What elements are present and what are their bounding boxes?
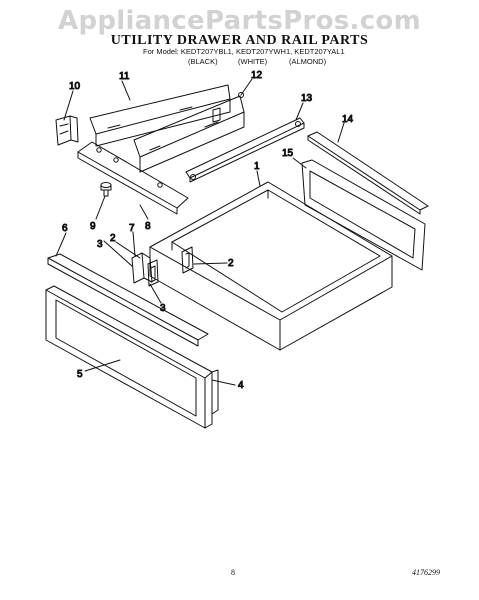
callout-2-right: 2 — [228, 258, 234, 269]
diagram-code: 4176299 — [412, 568, 440, 577]
page-number: 8 — [231, 568, 235, 577]
callout-14: 14 — [342, 114, 354, 125]
callout-2-upper: 2 — [110, 233, 116, 244]
part-1-drawer-body — [149, 181, 393, 351]
callout-3-upper: 3 — [97, 239, 103, 250]
part-14-long-rail — [307, 131, 429, 215]
callout-5: 5 — [77, 369, 83, 380]
leader-lines — [55, 78, 345, 386]
part-7-clip — [131, 252, 153, 284]
callout-11: 11 — [119, 71, 130, 82]
part-11-rail-panel — [89, 84, 231, 147]
part-2-bracket-right — [181, 246, 194, 274]
model-numbers: For Model: KEDT207YBL1, KEDT207YWH1, KED… — [143, 47, 345, 56]
callout-8: 8 — [145, 221, 151, 232]
watermark: AppliancePartsPros.com — [58, 6, 421, 36]
callout-4: 4 — [238, 380, 244, 391]
callout-1: 1 — [254, 161, 260, 172]
part-15-rear-panel — [301, 159, 426, 271]
part-3-clip — [147, 259, 159, 287]
callout-13: 13 — [301, 93, 313, 104]
part-5-front-panel — [45, 285, 213, 429]
color-almond: (ALMOND) — [289, 57, 327, 66]
callout-12: 12 — [251, 70, 263, 81]
callout-15: 15 — [282, 148, 294, 159]
diagram-title: UTILITY DRAWER AND RAIL PARTS — [110, 33, 369, 48]
part-4-panel-frame — [211, 369, 219, 415]
callout-7: 7 — [129, 223, 135, 234]
callout-9: 9 — [90, 221, 96, 232]
color-white: (WHITE) — [238, 57, 268, 66]
part-12-rail-bracket — [133, 92, 245, 173]
part-10-end-cap — [55, 115, 79, 146]
callout-10: 10 — [69, 81, 81, 92]
part-8-plate — [77, 141, 189, 215]
callout-6: 6 — [62, 223, 68, 234]
color-black: (BLACK) — [188, 57, 218, 66]
part-6-trim-strip — [47, 253, 209, 347]
part-13-slide-rail — [185, 117, 305, 183]
callout-3-lower: 3 — [160, 303, 166, 314]
part-9-screw — [100, 182, 112, 197]
